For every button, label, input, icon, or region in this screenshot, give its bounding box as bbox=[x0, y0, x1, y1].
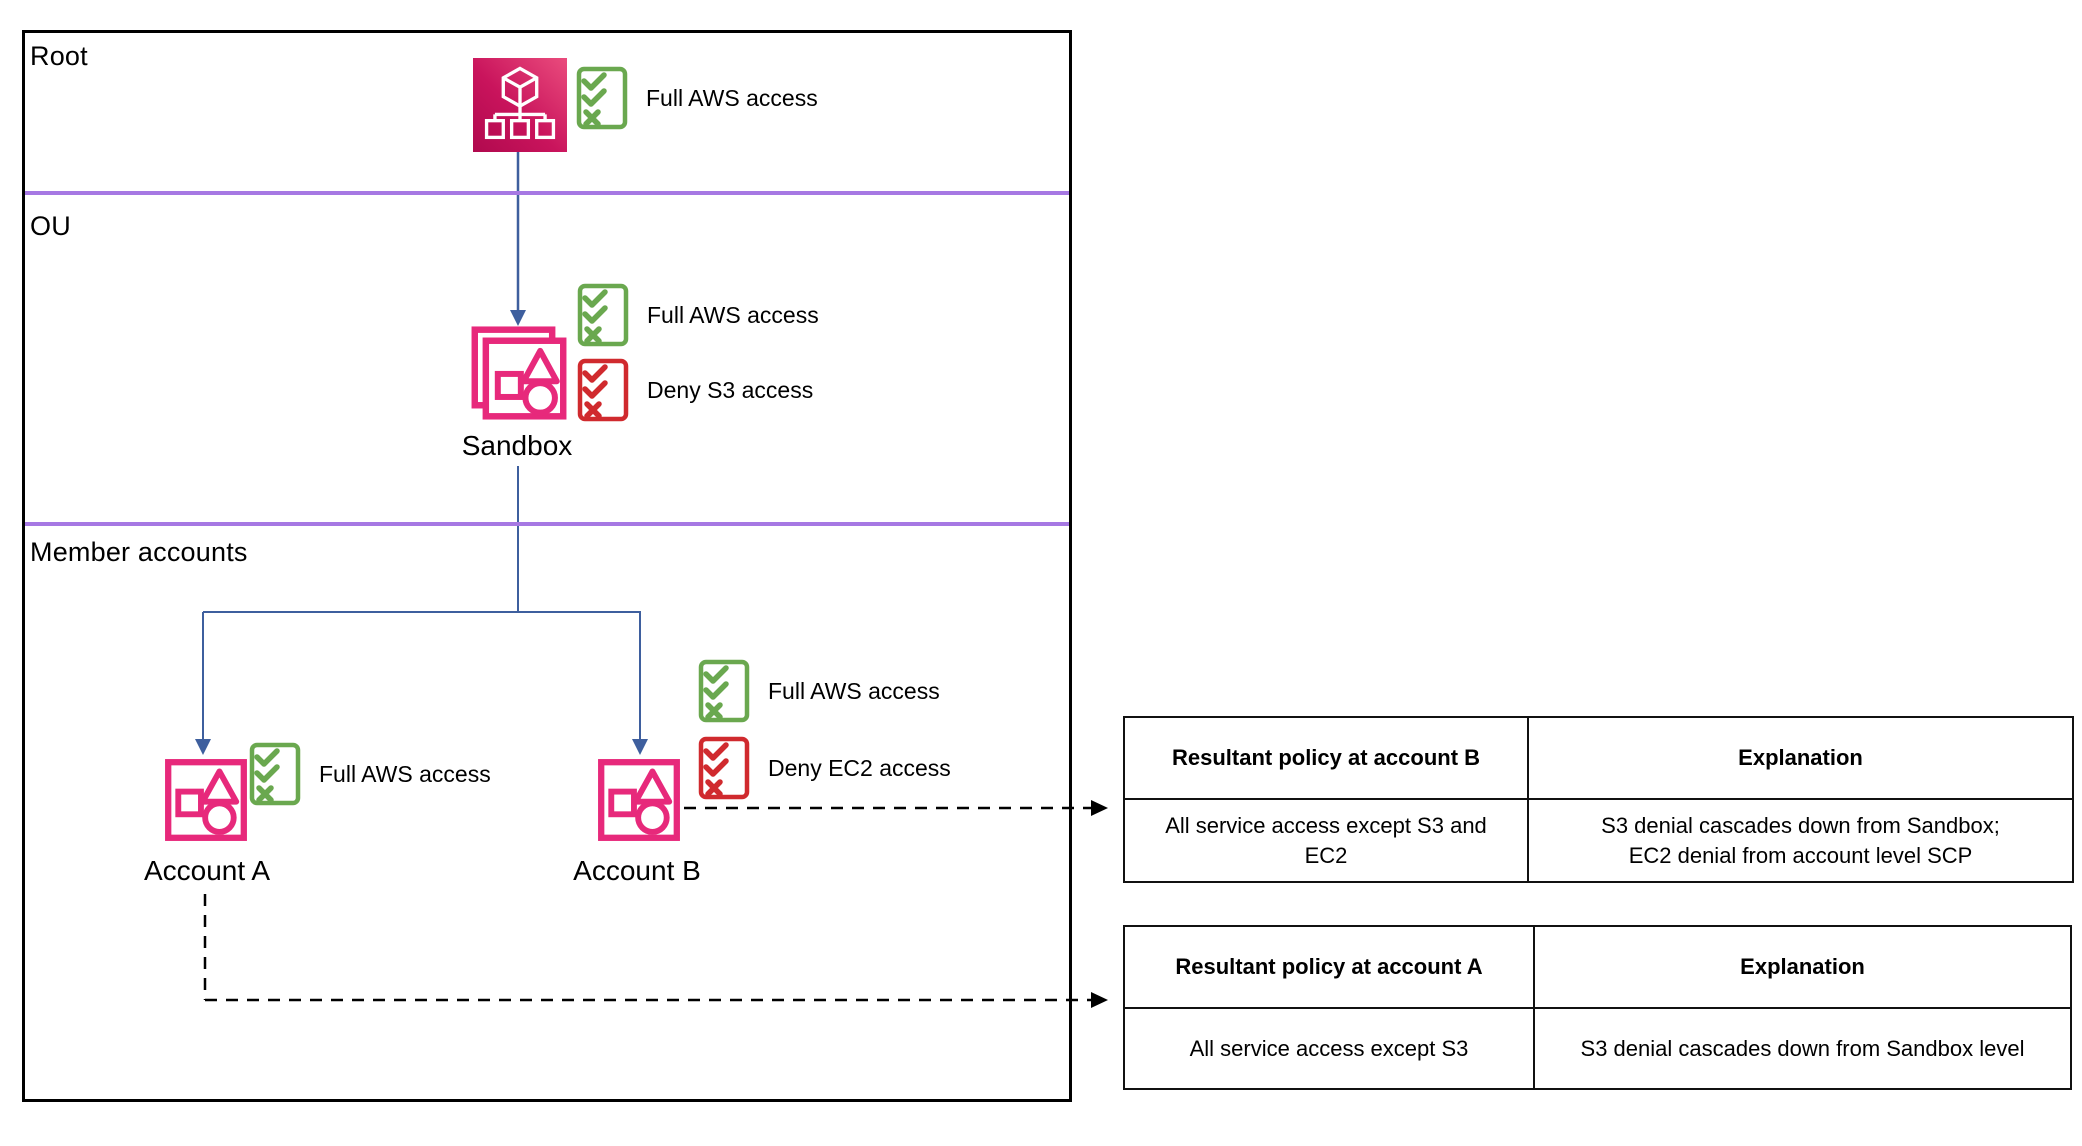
deny-policy-icon bbox=[577, 358, 629, 422]
table-header-policy: Resultant policy at account A bbox=[1123, 925, 1535, 1009]
account-icon bbox=[597, 758, 681, 847]
allow-policy-icon bbox=[249, 742, 301, 806]
section-label-ou: OU bbox=[30, 211, 71, 241]
account-b-name-label: Account B bbox=[573, 855, 701, 886]
allow-policy-icon bbox=[698, 659, 750, 723]
ou-name-label: Sandbox bbox=[461, 430, 573, 461]
account-b-policy-deny-ec2: Deny EC2 access bbox=[698, 736, 951, 800]
account-b-policy-full-aws: Full AWS access bbox=[698, 659, 940, 723]
policy-label: Full AWS access bbox=[319, 760, 491, 787]
section-label-root: Root bbox=[30, 41, 88, 71]
organizational-unit-icon bbox=[471, 326, 567, 425]
table-cell-explanation: S3 denial cascades down from Sandbox; EC… bbox=[1527, 798, 2074, 883]
ou-policy-full-aws: Full AWS access bbox=[577, 283, 819, 347]
table-cell-policy: All service access except S3 bbox=[1123, 1007, 1535, 1090]
root-policy-full-aws: Full AWS access bbox=[576, 66, 818, 130]
section-label-member: Member accounts bbox=[30, 537, 248, 567]
organization-boundary-box bbox=[22, 30, 1072, 1102]
table-header-row: Resultant policy at account A Explanatio… bbox=[1123, 925, 2072, 1009]
policy-label: Deny S3 access bbox=[647, 376, 814, 403]
account-b-to-table-arrowhead bbox=[1091, 800, 1108, 816]
policy-label: Full AWS access bbox=[646, 84, 818, 111]
table-header-explanation: Explanation bbox=[1533, 925, 2072, 1009]
table-cell-explanation: S3 denial cascades down from Sandbox lev… bbox=[1533, 1007, 2072, 1090]
table-header-explanation: Explanation bbox=[1527, 716, 2074, 800]
account-icon bbox=[164, 758, 248, 847]
policy-label: Deny EC2 access bbox=[768, 754, 951, 781]
policy-label: Full AWS access bbox=[768, 677, 940, 704]
allow-policy-icon bbox=[577, 283, 629, 347]
resultant-policy-table-account-b: Resultant policy at account B Explanatio… bbox=[1123, 716, 2074, 883]
table-row: All service access except S3 and EC2 S3 … bbox=[1123, 798, 2074, 883]
table-header-policy: Resultant policy at account B bbox=[1123, 716, 1529, 800]
table-cell-policy: All service access except S3 and EC2 bbox=[1123, 798, 1529, 883]
allow-policy-icon bbox=[576, 66, 628, 130]
account-a-to-table-arrowhead bbox=[1091, 992, 1108, 1008]
ou-member-divider bbox=[25, 522, 1069, 526]
account-a-policy-full-aws: Full AWS access bbox=[249, 742, 491, 806]
account-a-name-label: Account A bbox=[143, 855, 271, 886]
aws-organizations-icon bbox=[473, 58, 567, 152]
ou-policy-deny-s3: Deny S3 access bbox=[577, 358, 813, 422]
table-header-row: Resultant policy at account B Explanatio… bbox=[1123, 716, 2074, 800]
table-row: All service access except S3 S3 denial c… bbox=[1123, 1007, 2072, 1090]
root-ou-divider bbox=[25, 191, 1069, 195]
deny-policy-icon bbox=[698, 736, 750, 800]
resultant-policy-table-account-a: Resultant policy at account A Explanatio… bbox=[1123, 925, 2072, 1090]
policy-label: Full AWS access bbox=[647, 301, 819, 328]
